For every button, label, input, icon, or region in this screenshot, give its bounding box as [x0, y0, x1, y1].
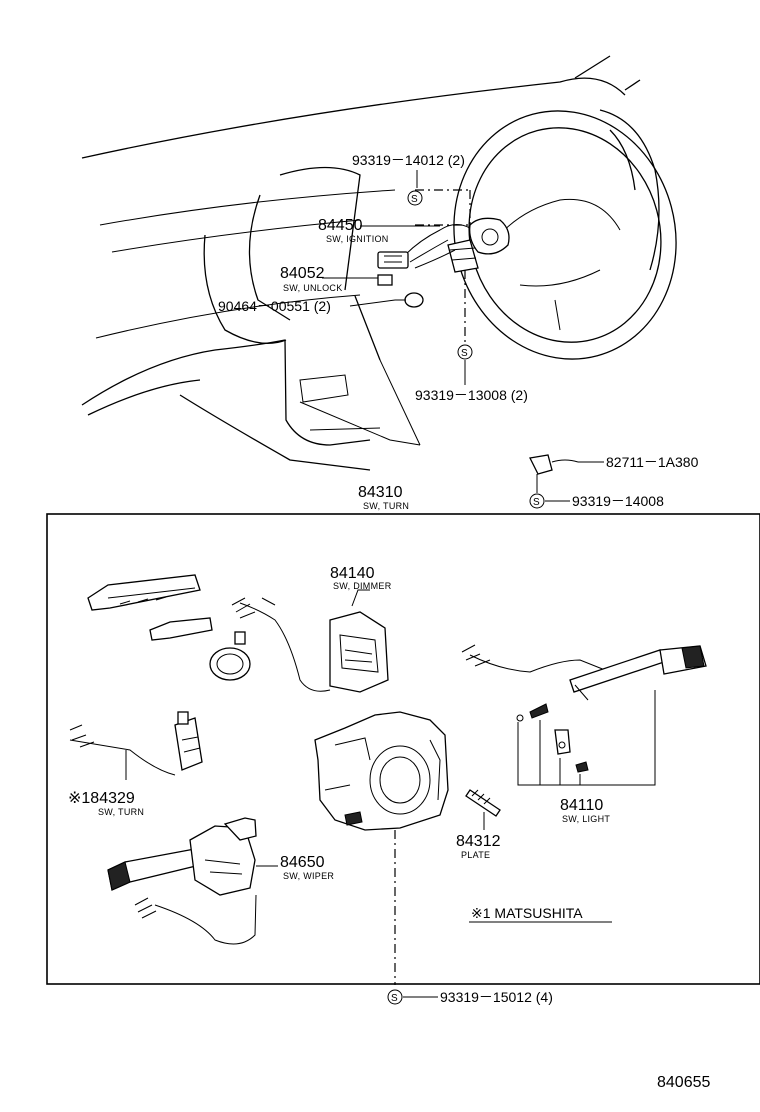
label-90464-00551: 90464－00551 (2)	[218, 298, 331, 314]
label-82711-1a380: 82711－1A380	[606, 454, 699, 470]
callout-84310: 84310 SW, TURN	[358, 484, 409, 511]
label-84650: 84650	[280, 854, 325, 871]
wiper-switch-84650	[107, 817, 257, 945]
screw-symbol-icon	[529, 493, 545, 509]
unlock-switch-illustration	[377, 251, 409, 269]
turn-switch-housing-84310	[314, 711, 449, 831]
screw-symbol-text: S	[411, 194, 418, 205]
plate-84312	[465, 789, 501, 830]
label-84052-desc: SW, UNLOCK	[283, 283, 343, 293]
callout-82711: 82711－1A380	[529, 454, 699, 475]
label-84110: 84110	[560, 797, 603, 814]
callout-93319-13008: S 93319－13008 (2)	[415, 344, 528, 403]
footnote-matsushita: ※1 MATSUSHITA	[469, 905, 612, 923]
label-84650-desc: SW, WIPER	[283, 871, 334, 881]
clamp-part	[209, 631, 251, 681]
screw-symbol-text: S	[461, 348, 468, 359]
callout-93319-15012: S 93319－15012 (4)	[387, 989, 553, 1005]
diagram-id: 840655	[657, 1074, 710, 1091]
small-part-84052	[377, 274, 393, 286]
label-93319-13008: 93319－13008 (2)	[415, 387, 528, 403]
label-84310-desc: SW, TURN	[363, 501, 409, 511]
ignition-switch-illustration	[404, 217, 510, 273]
label-84052: 84052	[280, 265, 325, 282]
screw-symbol-text: S	[533, 497, 540, 508]
connector-parts	[87, 574, 213, 641]
screw-symbol-text: S	[391, 993, 398, 1004]
label-84312: 84312	[456, 833, 501, 850]
screw-symbol-icon	[457, 344, 473, 360]
callout-84450: 84450 SW, IGNITION	[318, 217, 440, 244]
callout-93319-14008: S 93319－14008	[529, 474, 664, 509]
label-93319-14008: 93319－14008	[572, 493, 664, 509]
screw-symbol-icon	[387, 989, 403, 1005]
dashboard-illustration	[81, 55, 677, 471]
callout-90464: 90464－00551 (2)	[218, 298, 396, 314]
label-93319-15012: 93319－15012 (4)	[440, 989, 553, 1005]
dimmer-switch-84140	[231, 589, 389, 693]
turn-switch-84329	[69, 711, 203, 776]
label-93319-14012: 93319－14012 (2)	[352, 152, 465, 168]
label-84110-desc: SW, LIGHT	[562, 814, 610, 824]
label-84140-desc: SW, DIMMER	[333, 581, 392, 591]
screw-symbol-icon	[407, 190, 423, 206]
label-84140: 84140	[330, 565, 375, 582]
callout-84052: 84052 SW, UNLOCK	[280, 265, 378, 293]
bolt-90464-illustration	[395, 292, 424, 308]
label-84329: ※184329	[68, 790, 135, 807]
label-84312-desc: PLATE	[461, 850, 490, 860]
footnote-text: ※1 MATSUSHITA	[471, 905, 583, 921]
label-84450-desc: SW, IGNITION	[326, 234, 389, 244]
assembly-box	[46, 513, 760, 985]
label-84329-desc: SW, TURN	[98, 807, 144, 817]
callout-93319-14012: 93319－14012 (2) S	[352, 152, 465, 206]
label-84450: 84450	[318, 217, 363, 234]
leader-84110	[517, 690, 656, 786]
light-switch-84110	[461, 644, 707, 773]
label-84310: 84310	[358, 484, 403, 501]
